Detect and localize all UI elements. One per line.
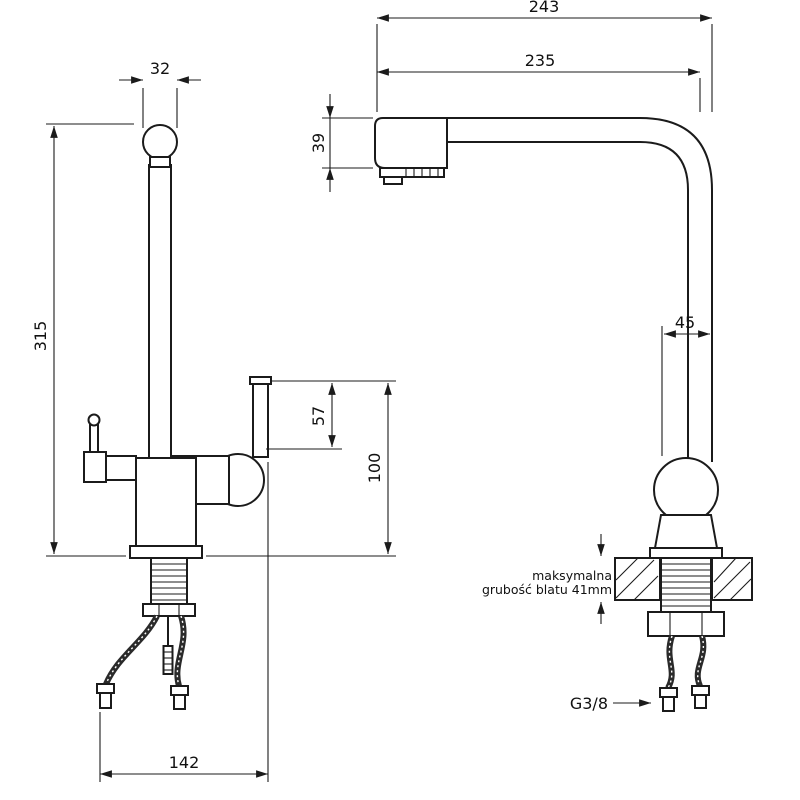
side-riser [447,117,713,462]
dim-front-base-width-label: 142 [169,753,200,772]
dim-front-spout-total: 100 [206,383,396,557]
dim-side-depth-total-label: 243 [529,0,560,16]
dim-side-body-width-label: 45 [675,313,695,332]
front-top-ball [142,124,178,160]
front-supply-hoses [96,614,189,710]
dim-side-reach-label: 235 [525,51,556,70]
dim-side-head-height-label: 39 [309,133,328,153]
front-body [135,457,197,547]
front-filter-spout [249,376,272,458]
dim-front-height-label: 315 [31,321,50,352]
dim-side-reach: 235 [377,51,701,112]
side-view: 243 235 39 45 maksymalna [309,0,753,713]
side-mounting-nut [647,611,725,637]
side-supply-hoses [659,635,710,712]
front-ball-collar [149,156,171,168]
countertop-block [614,557,753,601]
front-mounting-nut [142,603,196,617]
dim-side-head-height: 39 [309,94,373,192]
front-base-flange [129,545,203,559]
dim-front-height: 315 [31,123,134,557]
counter-thickness-note: maksymalna grubość blatu 41mm [482,534,612,624]
thread-size-label: G3/8 [570,694,608,713]
dim-side-body-width: 45 [661,313,710,456]
dim-front-spout-total-label: 100 [365,453,384,484]
front-main-pipe [148,164,172,463]
thread-size-callout: G3/8 [570,694,651,713]
side-body [649,457,723,559]
dim-front-top-width: 32 [119,59,201,128]
dim-side-depth-total: 243 [376,0,713,112]
side-threaded-stem [660,557,712,613]
side-spout-head [374,117,448,185]
dim-front-spout-upper-label: 57 [309,406,328,426]
counter-thickness-note-line1: maksymalna [532,568,612,583]
front-view: 32 315 57 100 [31,59,396,782]
front-side-valve [83,413,137,483]
front-threaded-stem [150,557,188,605]
dim-front-base-width: 142 [99,462,269,782]
dim-front-top-width-label: 32 [150,59,170,78]
dim-front-spout-upper: 57 [266,380,396,450]
counter-thickness-note-line2: grubość blatu 41mm [482,582,612,597]
